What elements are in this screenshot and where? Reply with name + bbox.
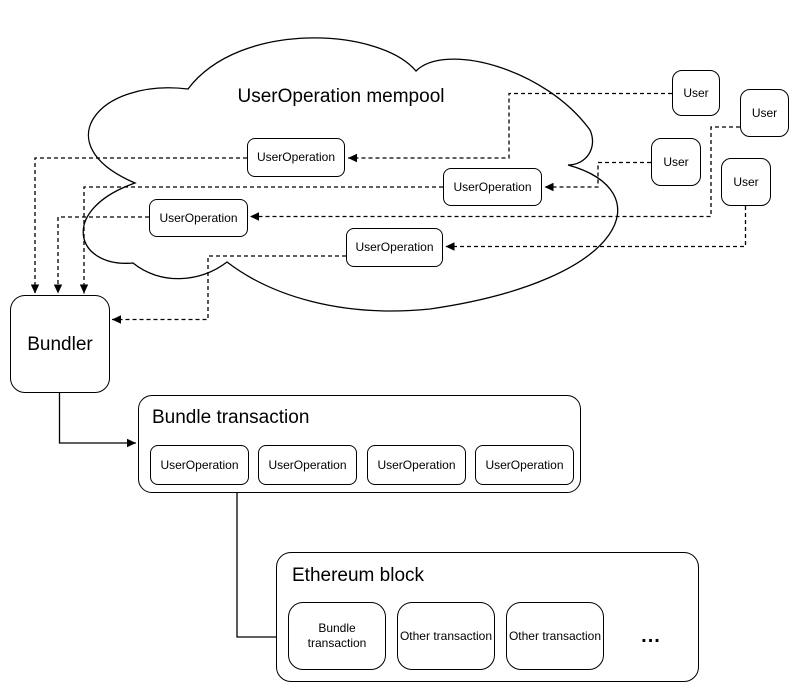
bundler-label: Bundler	[27, 333, 93, 355]
eth-other-transaction-node-2: Other transaction	[506, 602, 604, 670]
userop-node-1: UserOperation	[247, 138, 345, 177]
eth-bundle-transaction-node: Bundle transaction	[288, 602, 386, 670]
eth-bundle-transaction-label: Bundle transaction	[307, 621, 367, 650]
connector-bundle-transaction-to-ethereum-block	[236, 493, 285, 642]
userop-node-1-label: UserOperation	[256, 150, 336, 164]
bundle-transaction-title: Bundle transaction	[152, 407, 310, 428]
userop-node-2-label: UserOperation	[453, 179, 532, 194]
bundle-userop-node-1: UserOperation	[150, 445, 249, 485]
bundler-box: Bundler	[10, 295, 110, 393]
connector-userop2-to-bundler	[79, 186, 443, 294]
more-transactions-ellipsis: ...	[641, 624, 661, 647]
connector-bundler-to-bundle-transaction	[58, 393, 136, 448]
connector-userop3-to-bundler	[53, 216, 149, 294]
bundle-transaction-container: Bundle transaction UserOperation UserOpe…	[138, 395, 581, 493]
bundle-userop-node-1-label: UserOperation	[160, 457, 239, 472]
mempool-cloud-shape	[82, 37, 619, 312]
bundle-userop-node-2: UserOperation	[258, 445, 357, 485]
userop-node-3: UserOperation	[149, 199, 248, 237]
eth-other-transaction-1-label: Other transaction	[399, 628, 493, 643]
user-node-2-label: User	[751, 105, 778, 120]
eth-other-transaction-2-label: Other transaction	[508, 628, 602, 643]
connector-userop1-to-bundler	[30, 157, 247, 294]
eth-other-transaction-node-1: Other transaction	[397, 602, 495, 670]
connector-user3-to-userop2	[544, 161, 651, 192]
bundle-userop-node-4: UserOperation	[475, 445, 574, 485]
user-node-1-label: User	[683, 85, 709, 100]
connector-user2-to-userop3	[250, 126, 740, 221]
user-node-4-label: User	[733, 174, 759, 189]
user-node-3-label: User	[663, 154, 689, 169]
bundle-userop-node-2-label: UserOperation	[268, 457, 347, 472]
userop-node-4: UserOperation	[346, 228, 443, 267]
bundle-userop-node-3: UserOperation	[367, 445, 466, 485]
connector-user1-to-userop1	[348, 92, 672, 163]
userop-node-2: UserOperation	[443, 168, 542, 206]
connector-user4-to-userop4	[445, 206, 747, 251]
connector-userop4-to-bundler	[112, 255, 346, 324]
mempool-cloud-title: UserOperation mempool	[237, 86, 445, 107]
userop-node-3-label: UserOperation	[159, 210, 238, 225]
bundle-userop-node-4-label: UserOperation	[485, 457, 564, 472]
user-node-3: User	[651, 138, 701, 186]
userop-node-4-label: UserOperation	[355, 240, 434, 254]
ethereum-block-title: Ethereum block	[292, 565, 425, 586]
ethereum-block-container: Ethereum block Bundle transaction Other …	[276, 552, 699, 682]
bundle-userop-node-3-label: UserOperation	[377, 457, 456, 472]
user-node-2: User	[740, 89, 789, 137]
user-node-1: User	[672, 70, 720, 116]
user-node-4: User	[721, 158, 771, 206]
